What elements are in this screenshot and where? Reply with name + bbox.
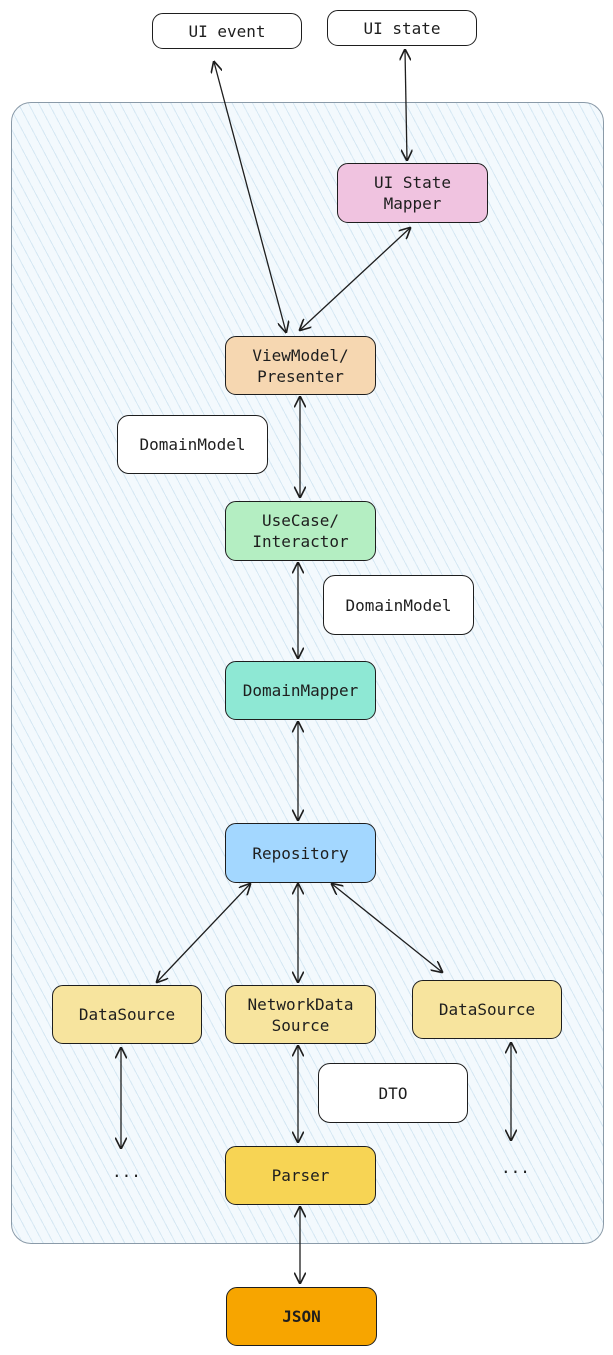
- parser-node: Parser: [225, 1146, 376, 1205]
- ui-state-node: UI state: [327, 10, 477, 46]
- domain-model-label-1: DomainModel: [117, 415, 268, 474]
- ui-event-node: UI event: [152, 13, 302, 49]
- edge-repository-datasource-left: [157, 884, 250, 982]
- edge-uievent-viewmodel: [214, 62, 286, 332]
- viewmodel-node: ViewModel/ Presenter: [225, 336, 376, 395]
- edge-uistate-mapper: [405, 50, 407, 160]
- json-node: JSON: [226, 1287, 377, 1346]
- network-datasource-node: NetworkData Source: [225, 985, 376, 1044]
- domain-model-label-2: DomainModel: [323, 575, 474, 635]
- ellipsis-left: ...: [112, 1162, 141, 1181]
- domain-mapper-node: DomainMapper: [225, 661, 376, 720]
- edge-repository-datasource-right: [332, 884, 442, 972]
- edge-mapper-viewmodel: [300, 228, 410, 330]
- datasource-right-node: DataSource: [412, 980, 562, 1039]
- repository-node: Repository: [225, 823, 376, 883]
- ui-state-mapper-node: UI State Mapper: [337, 163, 488, 223]
- usecase-node: UseCase/ Interactor: [225, 501, 376, 561]
- dto-label: DTO: [318, 1063, 468, 1123]
- ellipsis-right: ...: [501, 1158, 530, 1177]
- datasource-left-node: DataSource: [52, 985, 202, 1044]
